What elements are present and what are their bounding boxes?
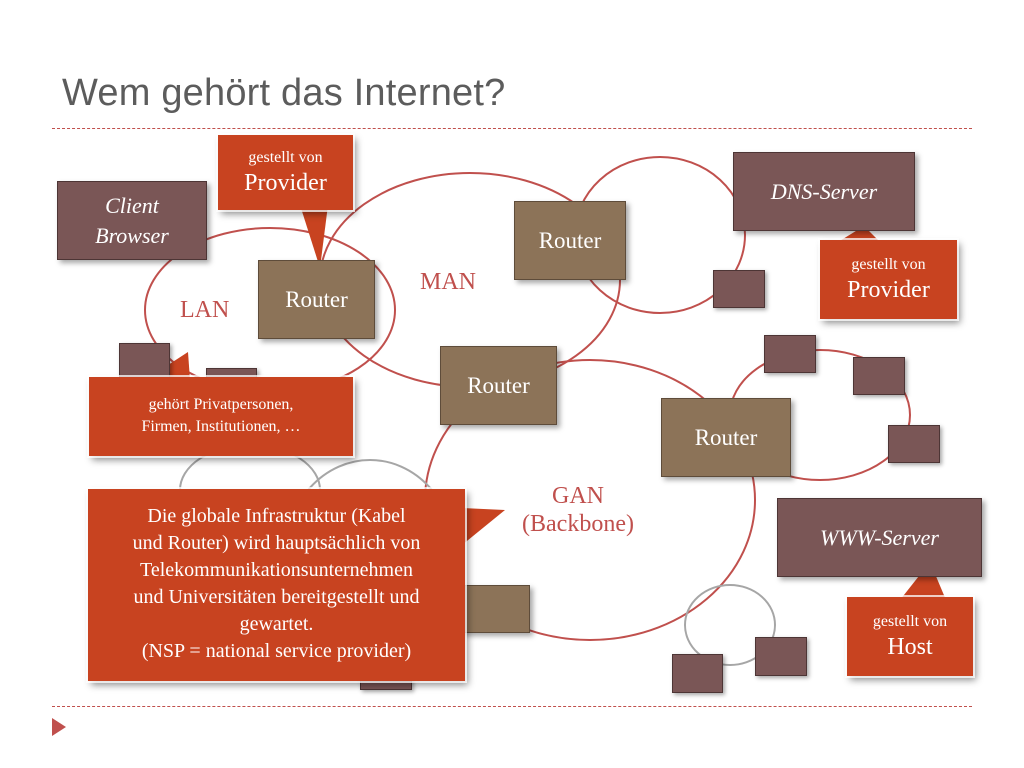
callout-tail-infrastructure [462, 508, 505, 545]
bottom-node-right [755, 637, 807, 676]
infra-line1: Die globale Infrastruktur (Kabel [147, 505, 406, 527]
client-label: Client [105, 192, 159, 218]
gan-edge-router-partial [460, 585, 530, 633]
gan-label-line1: GAN [552, 483, 604, 509]
callout-host-small: gestellt von [872, 613, 948, 630]
www-ring-node-3 [888, 425, 940, 463]
callout-provider-dns-small: gestellt von [851, 256, 926, 273]
title-divider [52, 128, 972, 129]
router-man-top: Router [514, 201, 626, 280]
callout-infrastructure: Die globale Infrastruktur (Kabel und Rou… [88, 489, 465, 681]
grey-ring-bottom [684, 584, 776, 666]
browser-label: Browser [95, 222, 169, 248]
triangle-bullet-icon [52, 718, 66, 736]
infra-line2: und Router) wird hauptsächlich von [132, 532, 421, 554]
lan-node-left [119, 343, 170, 383]
callout-lan-owner-line1: gehört Privatpersonen, [148, 396, 294, 413]
lan-label: LAN [180, 297, 230, 323]
infra-line5: gewartet. [239, 613, 314, 635]
callout-tail-provider-dns [838, 226, 880, 242]
infra-line4: und Universitäten bereitgestellt und [133, 586, 420, 608]
callout-host: gestellt von Host [847, 597, 973, 676]
man-label: MAN [420, 269, 477, 295]
client-browser-box: Client Browser [57, 181, 207, 260]
callout-lan-owner: gehört Privatpersonen, Firmen, Instituti… [89, 377, 353, 456]
callout-tail-provider-top [300, 205, 328, 268]
router-lan: Router [258, 260, 375, 339]
gan-label: GAN (Backbone) [508, 482, 648, 538]
router-www: Router [661, 398, 791, 477]
callout-provider-dns: gestellt von Provider [820, 240, 957, 319]
infra-line3: Telekommunikationsunternehmen [140, 559, 413, 581]
callout-provider-top-big: Provider [244, 170, 327, 196]
www-server-box: WWW-Server [777, 498, 982, 577]
dns-ring-node [713, 270, 765, 308]
infra-line6: (NSP = national service provider) [141, 640, 412, 662]
callout-provider-top-small: gestellt von [248, 149, 323, 166]
bottom-node-left [672, 654, 723, 693]
footer-divider [52, 706, 972, 707]
callout-tail-host [900, 562, 946, 600]
callout-lan-owner-line2: Firmen, Institutionen, … [141, 418, 301, 435]
www-ring-node-1 [764, 335, 816, 373]
www-ring-node-2 [853, 357, 905, 395]
callout-host-big: Host [887, 634, 933, 660]
gan-label-line2: (Backbone) [522, 511, 634, 537]
dns-server-box: DNS-Server [733, 152, 915, 231]
callout-provider-top: gestellt von Provider [218, 135, 353, 210]
page-title: Wem gehört das Internet? [62, 72, 506, 114]
callout-provider-dns-big: Provider [847, 277, 930, 303]
router-backbone: Router [440, 346, 557, 425]
